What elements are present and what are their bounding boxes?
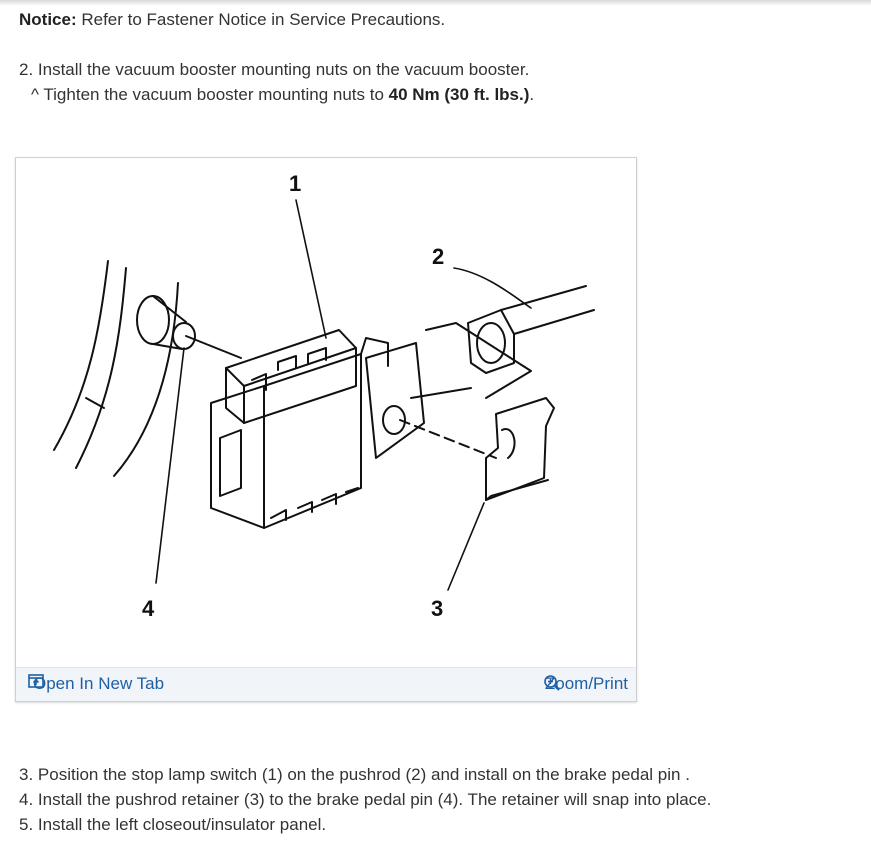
pushrod-eye — [476, 322, 506, 364]
pedal-pin-body — [152, 295, 187, 350]
notice-label: Notice: — [19, 10, 77, 29]
bullet-caret: ^ — [31, 85, 39, 104]
figure-toolbar: Open In New Tab Zoom/Print — [16, 667, 636, 701]
switch-left-face-top — [225, 367, 245, 424]
step-3: 3. Position the stop lamp switch (1) on … — [19, 765, 690, 784]
leader-3 — [447, 502, 485, 591]
illustration-figure: 1 2 3 4 Open In New Tab Zoom/Print — [15, 157, 637, 702]
substep-end: . — [529, 85, 535, 104]
retainer-bottom-lip — [485, 479, 549, 501]
pedal-arm-detail — [85, 397, 105, 409]
pin-axis-line — [185, 335, 242, 359]
leader-1 — [295, 199, 327, 339]
switch-mount-top — [360, 337, 389, 367]
callout-3: 3 — [431, 596, 443, 621]
notice-text: Refer to Fastener Notice in Service Prec… — [76, 10, 446, 29]
top-shadow-bar — [0, 0, 871, 6]
pin-centerline-dashed — [399, 419, 497, 459]
zoom-print-label: Zoom/Print — [544, 674, 628, 693]
pushrod-shaft — [500, 285, 595, 335]
open-in-new-tab-link[interactable]: Open In New Tab — [28, 674, 164, 694]
switch-bottom-teeth — [270, 487, 359, 521]
switch-body-left — [210, 385, 265, 529]
callout-4: 4 — [142, 596, 155, 621]
retainer-body — [485, 397, 555, 501]
step-5: 5. Install the left closeout/insulator p… — [19, 815, 327, 834]
leader-2 — [453, 267, 532, 309]
step-4: 4. Install the pushrod retainer (3) to t… — [19, 790, 712, 809]
switch-front-top — [243, 347, 357, 424]
pushrod-underline — [410, 387, 472, 399]
pedal-arm-edge-1 — [53, 260, 109, 451]
pedal-arm-edge-3 — [113, 282, 179, 477]
step-2: 2. Install the vacuum booster mounting n… — [19, 60, 530, 79]
pushrod-arrow-plane — [425, 322, 532, 399]
retainer-clip-curve — [501, 428, 516, 459]
substep-text: Tighten the vacuum booster mounting nuts… — [38, 85, 389, 104]
step-2-substep: ^ Tighten the vacuum booster mounting nu… — [31, 85, 534, 105]
zoom-print-link[interactable]: Zoom/Print — [543, 674, 628, 694]
torque-value: 40 Nm (30 ft. lbs.) — [388, 85, 530, 104]
notice-line: Notice: Refer to Fastener Notice in Serv… — [19, 10, 445, 30]
stop-lamp-switch-illustration: 1 2 3 4 — [53, 171, 595, 621]
callout-1: 1 — [289, 171, 301, 196]
callout-2: 2 — [432, 244, 444, 269]
switch-mount-hole — [382, 405, 406, 435]
leader-4 — [155, 347, 185, 584]
open-in-new-tab-label: Open In New Tab — [33, 674, 165, 693]
switch-side-window — [219, 429, 242, 497]
pedal-pin-end — [172, 322, 196, 350]
pedal-arm-edge-2 — [75, 267, 127, 469]
pedal-pin-flange — [136, 295, 170, 345]
switch-mount-plate — [365, 342, 425, 459]
